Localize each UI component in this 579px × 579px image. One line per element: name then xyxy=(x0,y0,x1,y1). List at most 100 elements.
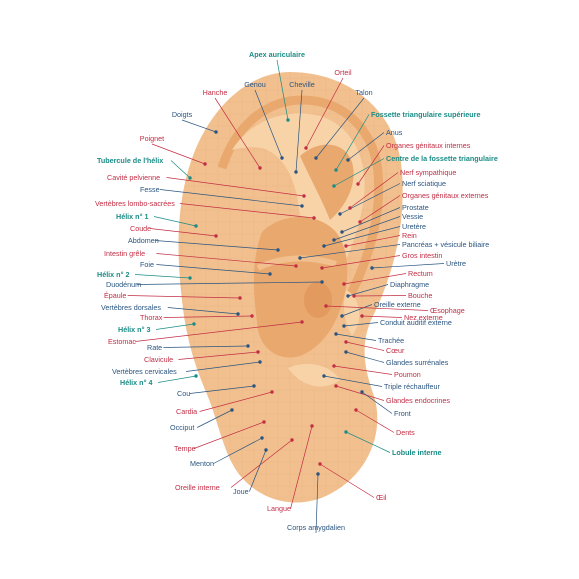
leader-line-helix-4 xyxy=(157,375,197,383)
leader-line-vertebres-dorsales xyxy=(167,307,239,315)
leader-line-helix-3 xyxy=(155,323,195,330)
label-nez-externe: Nez externe xyxy=(404,313,443,322)
leader-line-anus xyxy=(347,132,385,161)
point-dot-helix-4 xyxy=(194,374,198,378)
leader-line-epaule xyxy=(127,295,241,299)
label-anus: Anus xyxy=(386,128,403,137)
label-vertebres-cervicales: Vertèbres cervicales xyxy=(112,367,177,376)
point-dot-front xyxy=(360,390,364,394)
leader-line-dents xyxy=(355,409,395,433)
leader-line-centre-fossette-triangulaire xyxy=(333,158,385,187)
label-helix-2: Hélix n° 2 xyxy=(97,270,129,279)
label-estomac: Estomac xyxy=(108,337,136,346)
label-glandes-surrenales: Glandes surrénales xyxy=(386,358,449,367)
leader-line-menton xyxy=(213,437,263,464)
label-cheville: Cheville xyxy=(289,80,315,89)
point-dot-pancreas-vesicule xyxy=(298,256,302,260)
label-helix-4: Hélix n° 4 xyxy=(120,378,152,387)
point-dot-bouche xyxy=(352,294,356,298)
point-dot-estomac xyxy=(300,320,304,324)
point-dot-cavite-pelvienne xyxy=(302,194,306,198)
label-fossette-triangulaire-superieure: Fossette triangulaire supérieure xyxy=(371,110,480,119)
label-fesse: Fesse xyxy=(140,185,160,194)
label-uretre: Urètre xyxy=(446,259,466,268)
label-trachee: Trachée xyxy=(378,336,404,345)
point-dot-fesse xyxy=(300,204,304,208)
point-dot-rate xyxy=(246,344,250,348)
leader-line-oesophage xyxy=(325,305,429,311)
label-oeil: Œil xyxy=(376,493,387,502)
point-dot-menton xyxy=(260,436,264,440)
point-dot-langue xyxy=(310,424,314,428)
acupoint-dots xyxy=(188,118,374,476)
label-coeur: Cœur xyxy=(386,346,405,355)
leader-line-front xyxy=(361,391,393,414)
point-dot-genou xyxy=(280,156,284,160)
point-dot-cheville xyxy=(294,170,298,174)
label-nerf-sciatique: Nerf sciatique xyxy=(402,179,446,188)
point-dot-poumon xyxy=(332,364,336,368)
point-dot-foie xyxy=(268,272,272,276)
leader-line-gros-intestin xyxy=(321,255,401,269)
label-rectum: Rectum xyxy=(408,269,433,278)
point-dot-oreille-externe xyxy=(340,314,344,318)
label-uretere: Uretère xyxy=(402,222,426,231)
label-triple-rechauffeur: Triple réchauffeur xyxy=(384,382,441,391)
label-occiput: Occiput xyxy=(170,423,194,432)
leader-line-foie xyxy=(156,264,271,275)
label-glandes-endocrines: Glandes endocrines xyxy=(386,396,450,405)
leader-line-langue xyxy=(290,425,313,509)
leader-line-apex-auriculaire xyxy=(276,59,289,121)
label-orteil: Orteil xyxy=(334,68,352,77)
leader-line-uretre xyxy=(371,263,445,269)
point-dot-coeur xyxy=(344,340,348,344)
leader-line-doigts xyxy=(181,119,217,133)
leader-line-corps-amygdalien xyxy=(315,473,319,534)
leader-line-glandes-surrenales xyxy=(345,351,385,363)
point-dot-corps-amygdalien xyxy=(316,472,320,476)
label-lobule-interne: Lobule interne xyxy=(392,448,442,457)
label-cardia: Cardia xyxy=(176,407,197,416)
leader-line-vertebres-lombo-sacrees xyxy=(179,203,315,219)
label-gros-intestin: Gros intestin xyxy=(402,251,442,260)
label-tempe: Tempe xyxy=(174,444,196,453)
point-dot-helix-1 xyxy=(194,224,198,228)
point-dot-rectum xyxy=(342,282,346,286)
leader-line-vertebres-cervicales xyxy=(185,361,261,372)
leader-line-oreille-externe xyxy=(341,304,373,317)
point-dot-doigts xyxy=(214,130,218,134)
leader-line-trachee xyxy=(335,333,377,341)
leader-line-diaphragme xyxy=(347,284,389,297)
label-coude: Coude xyxy=(130,224,151,233)
point-dot-occiput xyxy=(230,408,234,412)
leader-line-tubercule-helix xyxy=(170,160,191,179)
label-abdomen: Abdomen xyxy=(128,236,159,245)
leader-line-organes-genitaux-externes xyxy=(359,195,401,223)
leader-line-oreille-interne xyxy=(230,439,293,488)
point-dot-helix-3 xyxy=(192,322,196,326)
leader-line-clavicule xyxy=(178,351,259,360)
point-dot-fossette-triangulaire-superieure xyxy=(334,168,338,172)
point-dot-rein xyxy=(344,244,348,248)
point-dot-glandes-endocrines xyxy=(334,384,338,388)
point-dot-hanche xyxy=(258,166,262,170)
point-dot-conduit-auditif-externe xyxy=(342,324,346,328)
point-dot-nerf-sciatique xyxy=(338,212,342,216)
leader-line-poignet xyxy=(151,143,206,165)
label-apex-auriculaire: Apex auriculaire xyxy=(249,50,305,59)
leader-line-bouche xyxy=(353,295,407,297)
leader-line-coeur xyxy=(345,341,385,351)
point-dot-cardia xyxy=(270,390,274,394)
point-dot-dents xyxy=(354,408,358,412)
leader-line-cardia xyxy=(199,391,273,412)
leader-line-prostate xyxy=(341,207,401,233)
point-dot-poignet xyxy=(203,162,207,166)
label-centre-fossette-triangulaire: Centre de la fossette triangulaire xyxy=(386,154,498,163)
point-dot-organes-genitaux-externes xyxy=(358,220,362,224)
point-dot-organes-genitaux-internes xyxy=(356,182,360,186)
point-dot-cou xyxy=(252,384,256,388)
label-pancreas-vesicule: Pancréas + vésicule biliaire xyxy=(402,240,489,249)
label-thorax: Thorax xyxy=(140,313,163,322)
label-vertebres-lombo-sacrees: Vertèbres lombo-sacrées xyxy=(95,199,175,208)
